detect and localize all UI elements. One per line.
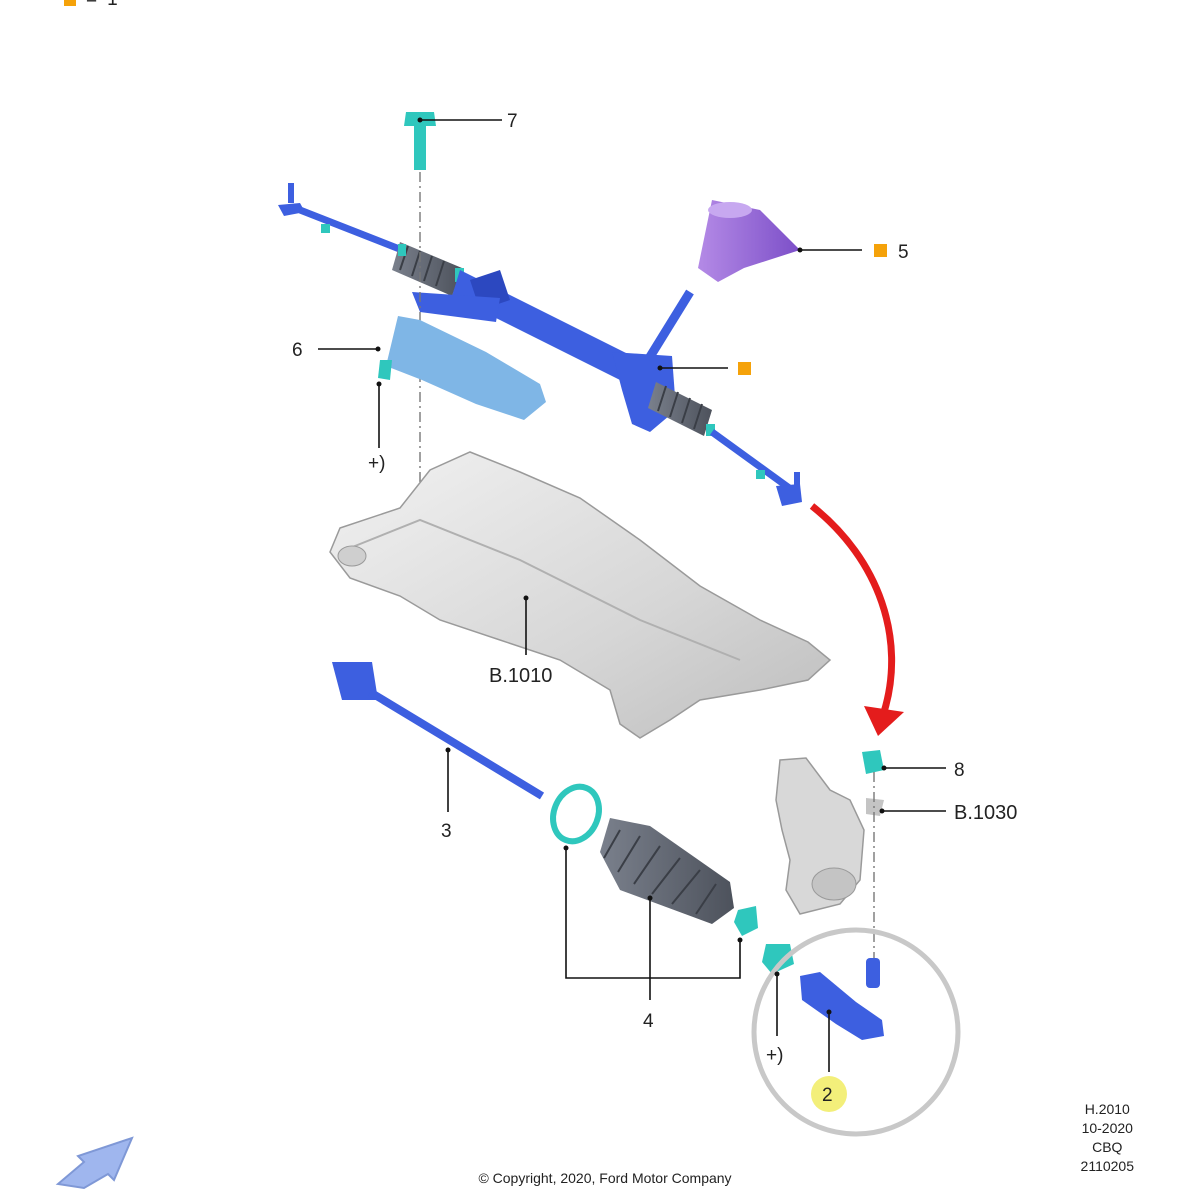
svg-text:+): +) [766, 1045, 783, 1066]
steering-rack-assembly[interactable] [278, 183, 802, 506]
tie-rod-end-2[interactable] [800, 958, 884, 1040]
callout-2: 2 [811, 1009, 847, 1112]
orange-square-icon [738, 362, 751, 375]
callout-b1030: B.1030 [879, 802, 1017, 824]
callout-plus-left: +) [368, 381, 385, 474]
callout-6: 6 [292, 340, 381, 361]
svg-text:B.1030: B.1030 [954, 802, 1017, 824]
meta-line-1: H.2010 [1084, 1101, 1130, 1117]
highlight-marker [811, 1076, 847, 1112]
svg-text:5: 5 [898, 242, 909, 263]
svg-text:+): +) [368, 453, 385, 474]
callout-5: 5 [797, 242, 909, 263]
legend: = 1 [64, 0, 118, 10]
callout-3: 3 [441, 747, 452, 842]
svg-text:2: 2 [822, 1085, 833, 1106]
callout-rack [657, 362, 751, 375]
highlight-ring [751, 927, 961, 1137]
svg-text:6: 6 [292, 340, 303, 361]
transfer-arrow-icon [809, 503, 904, 736]
column-boot-5[interactable] [698, 200, 800, 282]
steering-knuckle-b1030[interactable] [775, 757, 884, 915]
meta-line-4: 2110205 [1080, 1158, 1134, 1174]
inner-tie-rod-3[interactable] [332, 662, 545, 800]
svg-text:7: 7 [507, 111, 518, 132]
back-arrow-icon[interactable] [54, 1134, 138, 1190]
callout-4: 4 [563, 845, 743, 1032]
callout-b1010: B.1010 [489, 595, 552, 687]
legend-value: 1 [107, 0, 118, 11]
heat-shield-6[interactable] [378, 316, 546, 420]
svg-text:8: 8 [954, 760, 965, 781]
orange-square-icon [64, 0, 76, 6]
meta-line-3: CBQ [1092, 1139, 1123, 1155]
nut-8[interactable] [862, 750, 884, 774]
svg-text:4: 4 [643, 1011, 654, 1032]
callout-7: 7 [417, 111, 518, 132]
svg-text:3: 3 [441, 821, 452, 842]
lock-nut[interactable] [762, 944, 794, 974]
copyright-notice: © Copyright, 2020, Ford Motor Company [478, 1170, 732, 1186]
diagram-reference: H.2010 10-2020 CBQ 2110205 [1081, 1100, 1134, 1176]
boot-clamp-ring[interactable] [545, 780, 607, 848]
callout-plus-right: +) [766, 971, 783, 1066]
meta-line-2: 10-2020 [1081, 1120, 1133, 1136]
bellows-boot-4[interactable] [600, 818, 734, 924]
orange-square-icon [874, 244, 887, 257]
svg-text:B.1010: B.1010 [489, 665, 552, 687]
small-clamp[interactable] [734, 906, 758, 936]
subframe-b1010[interactable] [329, 451, 832, 739]
legend-equals: = [86, 0, 97, 11]
callout-8: 8 [881, 760, 965, 781]
